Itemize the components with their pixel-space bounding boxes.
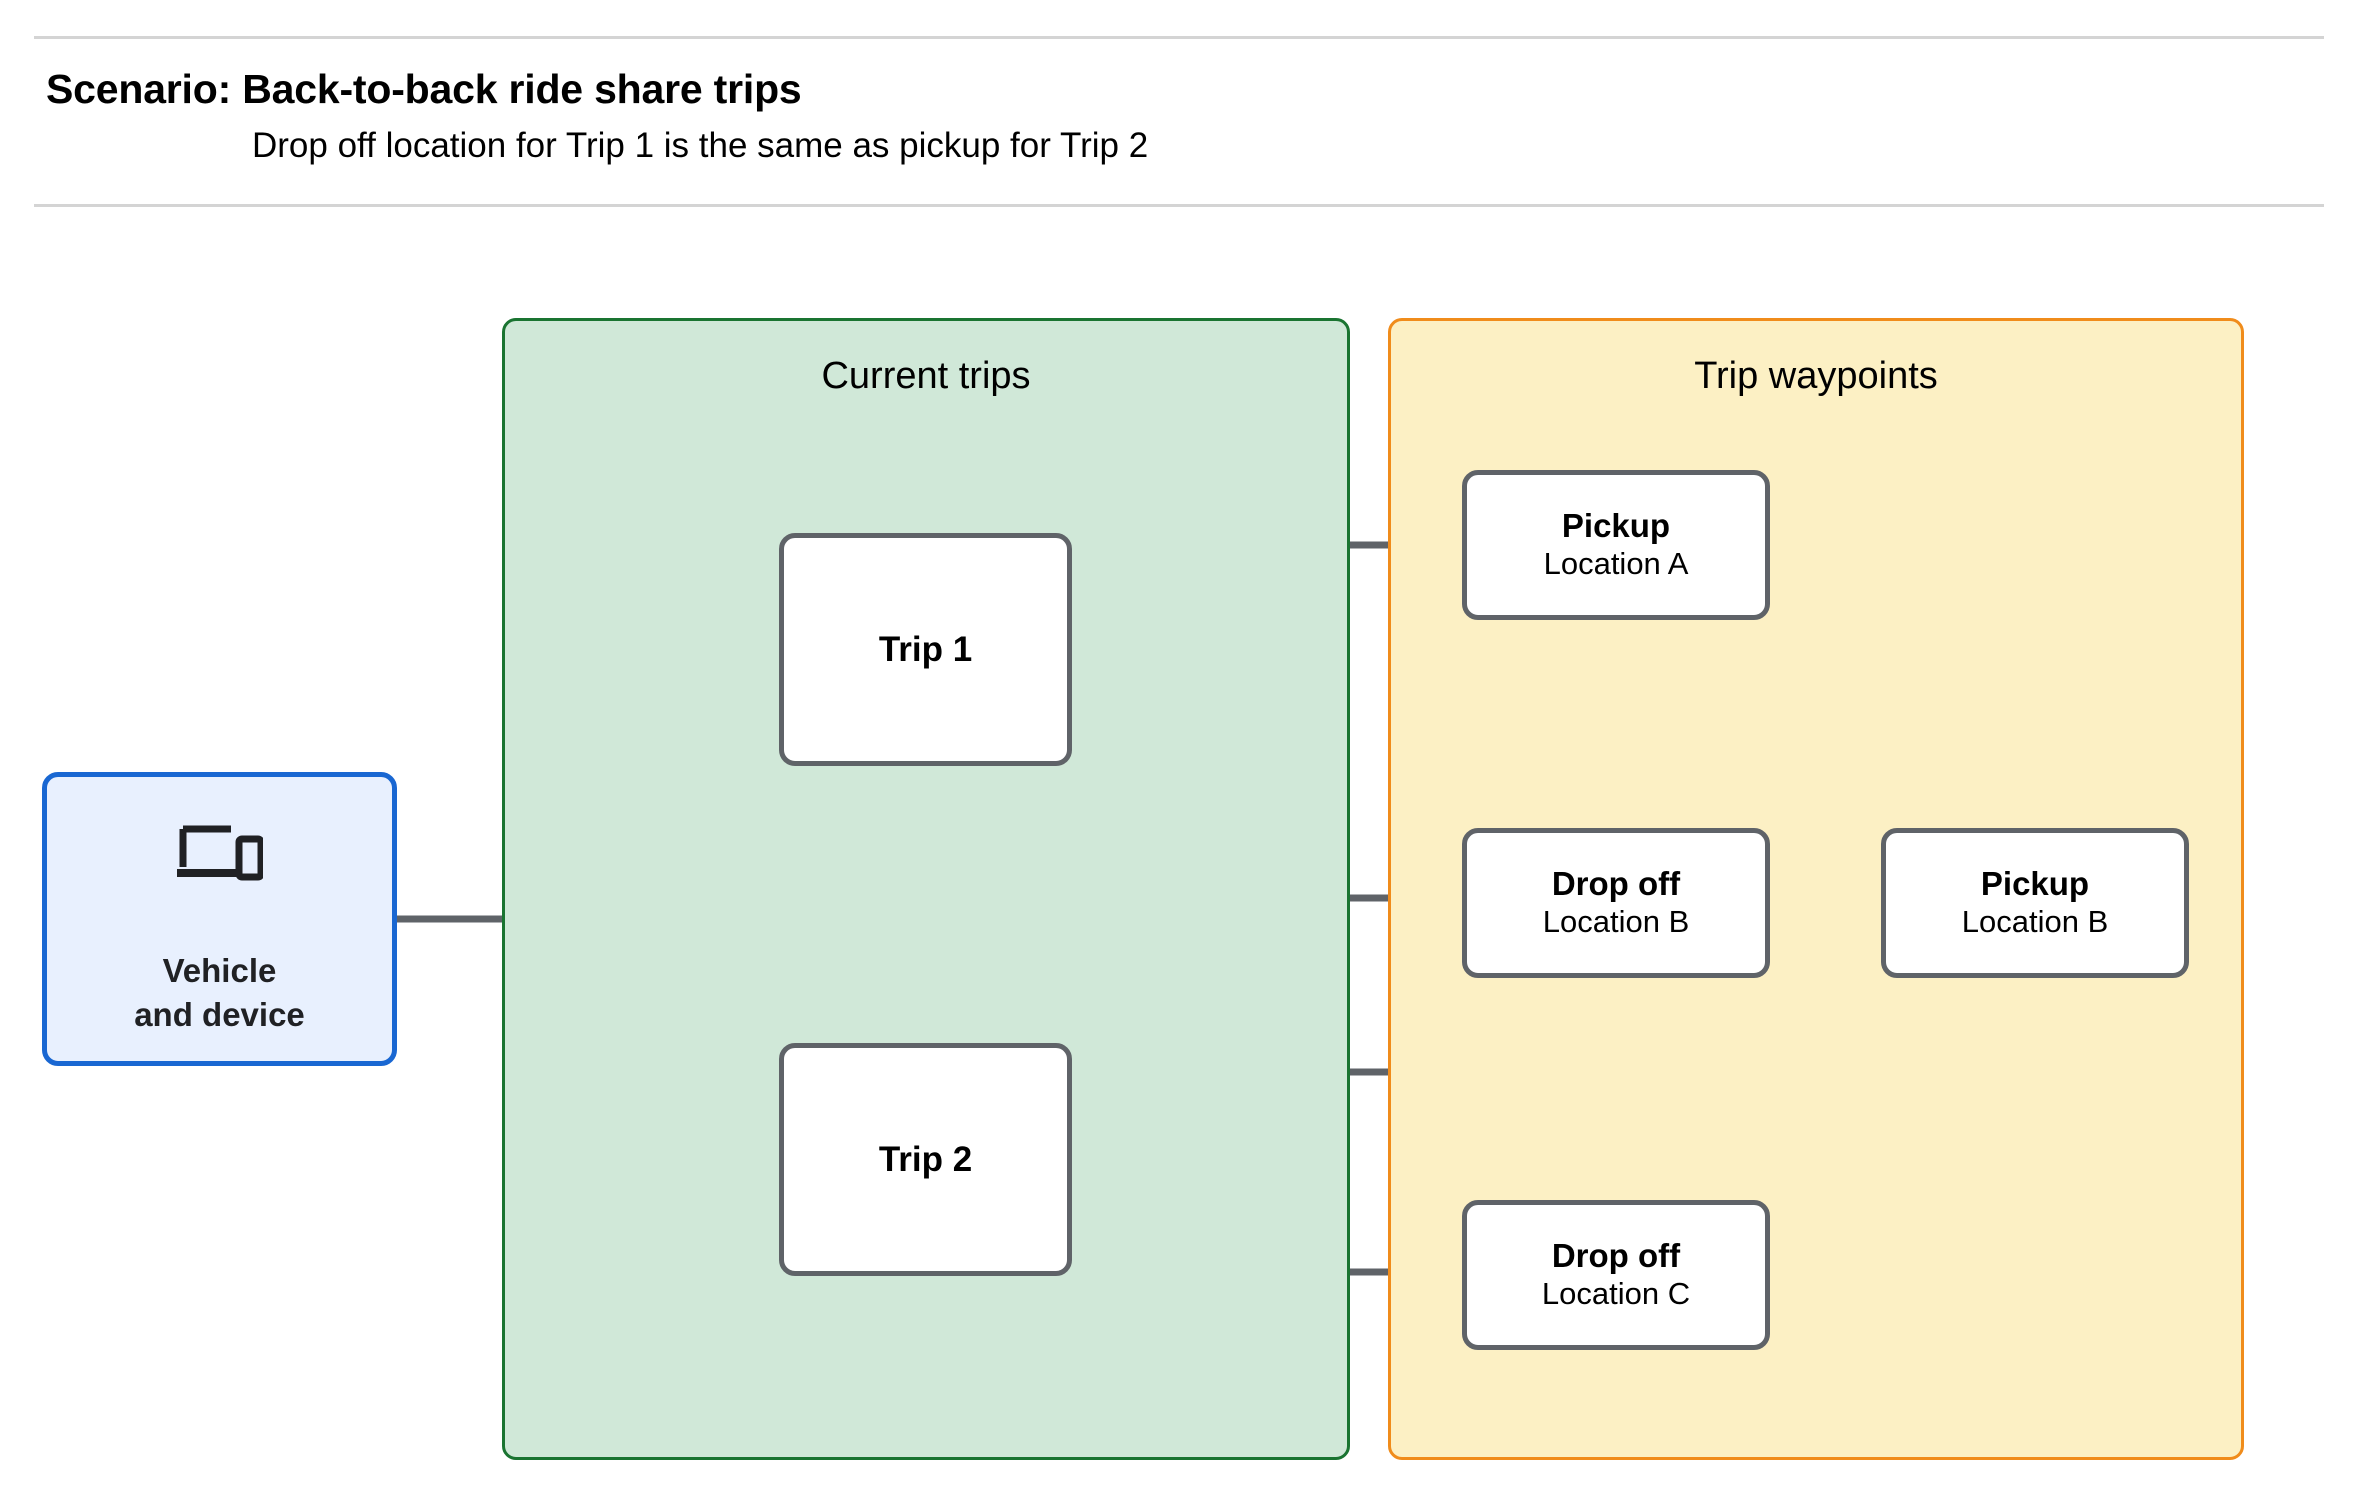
trip-2-node[interactable]: Trip 2 [779, 1043, 1072, 1276]
vehicle-label-line1: Vehicle [162, 952, 277, 989]
header-top-divider [34, 36, 2324, 39]
waypoint-pickup-location-b[interactable]: Pickup Location B [1881, 828, 2189, 978]
waypoint-location: Location C [1541, 1276, 1691, 1312]
trip-1-label: Trip 1 [878, 629, 973, 669]
trip-2-label: Trip 2 [878, 1139, 973, 1179]
waypoint-type: Drop off [1551, 865, 1681, 903]
waypoint-type: Pickup [1561, 507, 1671, 545]
header-bottom-divider [34, 204, 2324, 207]
page-title: Scenario: Back-to-back ride share trips [46, 66, 802, 112]
vehicle-and-device-label: Vehicle and device [134, 949, 305, 1036]
panel-current-trips-title: Current trips [821, 355, 1031, 397]
waypoint-pickup-location-a[interactable]: Pickup Location A [1462, 470, 1770, 620]
waypoint-dropoff-location-c[interactable]: Drop off Location C [1462, 1200, 1770, 1350]
waypoint-type: Drop off [1551, 1237, 1681, 1275]
panel-current-trips: Current trips [502, 318, 1350, 1460]
panel-trip-waypoints-title: Trip waypoints [1694, 355, 1938, 397]
vehicle-and-device-node[interactable]: Vehicle and device [42, 772, 397, 1066]
waypoint-location: Location B [1961, 904, 2109, 940]
page-subtitle: Drop off location for Trip 1 is the same… [252, 126, 1149, 165]
waypoint-type: Pickup [1980, 865, 2090, 903]
laptop-and-phone-icon [176, 825, 263, 881]
vehicle-label-line2: and device [134, 995, 305, 1033]
waypoint-location: Location A [1543, 546, 1689, 582]
trip-1-node[interactable]: Trip 1 [779, 533, 1072, 766]
waypoint-dropoff-location-b[interactable]: Drop off Location B [1462, 828, 1770, 978]
waypoint-location: Location B [1542, 904, 1690, 940]
